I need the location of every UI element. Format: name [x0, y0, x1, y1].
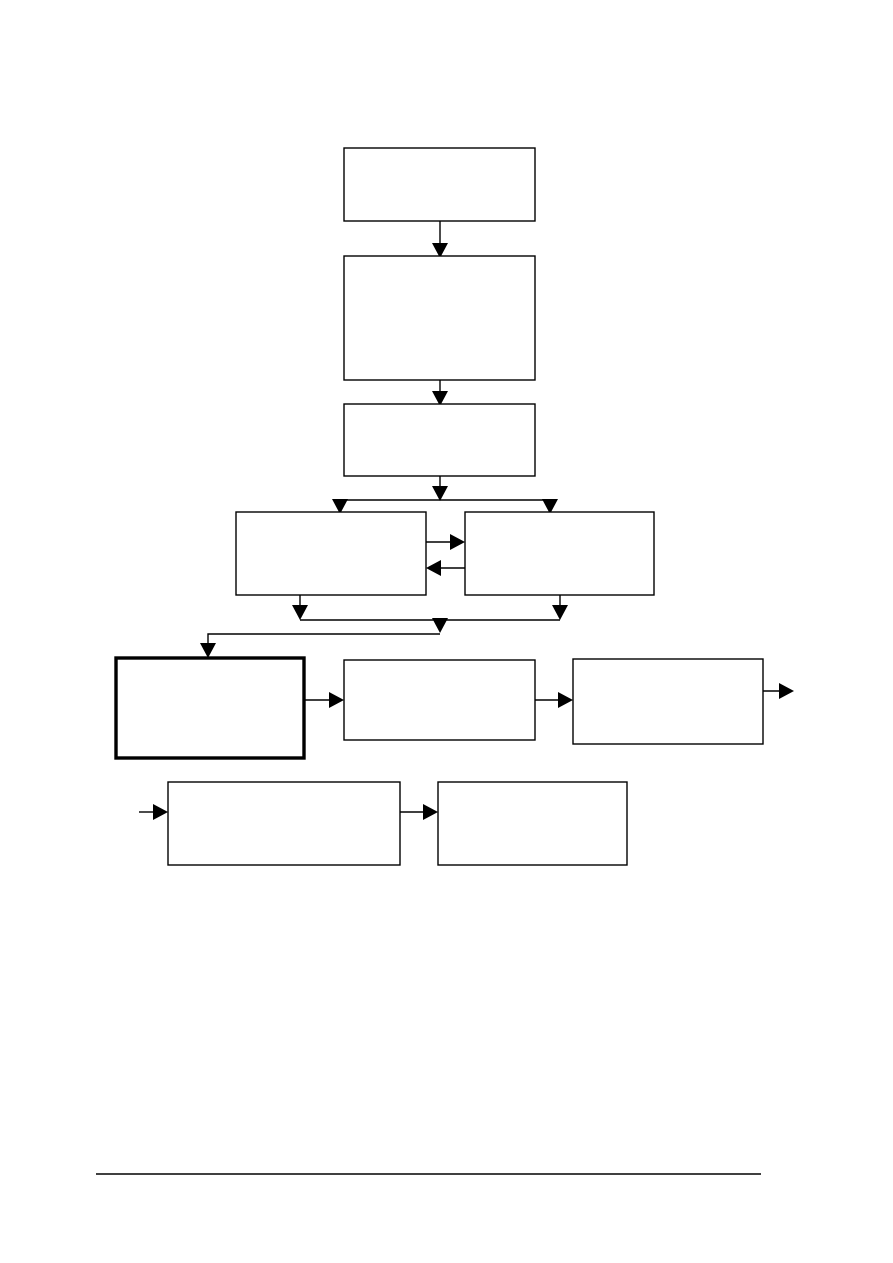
process-box-1[interactable]	[343, 147, 536, 222]
edge-box2-to-box3	[432, 380, 448, 406]
edge-box4right-to-box4left	[426, 560, 465, 576]
process-box-3[interactable]	[343, 403, 536, 477]
edge-wrap-in-to-box8	[139, 804, 168, 820]
edge-box4left-to-box4right	[426, 534, 465, 550]
edge-highlighted-to-box6	[305, 692, 344, 708]
process-box-4-right[interactable]	[464, 511, 655, 596]
edge-box3-split-stem	[432, 476, 448, 501]
process-box-7[interactable]	[572, 658, 764, 745]
process-box-2[interactable]	[343, 255, 536, 381]
edge-box8-to-box9	[400, 804, 438, 820]
edge-merge-to-highlighted	[200, 633, 440, 658]
edge-merge-center-stem	[432, 618, 448, 633]
edge-box3-split-right	[542, 499, 558, 514]
edge-box4right-merge-down	[552, 595, 568, 620]
process-box-6[interactable]	[343, 659, 536, 741]
edge-box6-to-box7	[535, 692, 573, 708]
process-box-4-left[interactable]	[235, 511, 427, 596]
edge-box3-split-left	[332, 499, 348, 514]
process-box-5-highlighted[interactable]	[114, 656, 306, 760]
edge-box4left-merge-down	[292, 595, 308, 620]
edge-box1-to-box2	[432, 221, 448, 258]
process-box-9[interactable]	[437, 781, 628, 866]
edge-box7-wrap-out	[763, 683, 794, 699]
process-box-8[interactable]	[167, 781, 401, 866]
